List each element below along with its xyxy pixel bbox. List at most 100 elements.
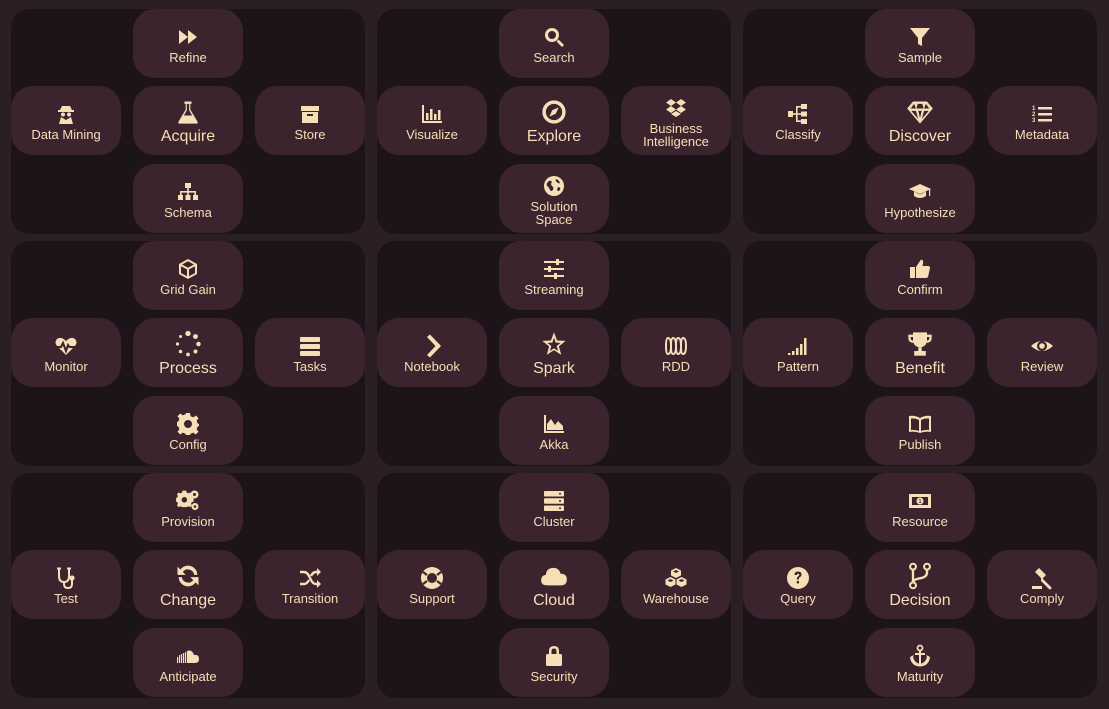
streaming-label: Streaming xyxy=(524,282,584,297)
question-circle-icon xyxy=(786,566,810,590)
query-label: Query xyxy=(780,591,816,606)
monitor-button[interactable]: Monitor xyxy=(11,318,121,387)
store-label: Store xyxy=(294,127,326,142)
search-icon xyxy=(542,25,566,49)
book-icon xyxy=(908,412,932,436)
rdd-button[interactable]: RDD xyxy=(621,318,731,387)
publish-label: Publish xyxy=(898,437,942,452)
cube-icon xyxy=(176,257,200,281)
sample-button[interactable]: Sample xyxy=(865,9,975,78)
support-button[interactable]: Support xyxy=(377,550,487,619)
confirm-button[interactable]: Confirm xyxy=(865,241,975,310)
chevron-right-icon xyxy=(420,334,444,358)
query-button[interactable]: Query xyxy=(743,550,853,619)
provision-button[interactable]: Provision xyxy=(133,473,243,542)
provision-label: Provision xyxy=(161,514,215,529)
svg-text:1: 1 xyxy=(919,499,922,505)
cloud-button[interactable]: Cloud xyxy=(499,550,609,619)
change-button[interactable]: Change xyxy=(133,550,243,619)
classify-button[interactable]: Classify xyxy=(743,86,853,155)
discover-button[interactable]: Discover xyxy=(865,86,975,155)
pattern-label: Pattern xyxy=(777,359,819,374)
soundcloud-icon xyxy=(176,644,200,668)
lock-icon xyxy=(542,644,566,668)
compass-icon xyxy=(540,98,568,126)
discover-label: Discover xyxy=(888,128,952,145)
streaming-button[interactable]: Streaming xyxy=(499,241,609,310)
business-intelligence-button[interactable]: Business Intelligence xyxy=(621,86,731,155)
spy-icon xyxy=(54,102,78,126)
data-mining-button[interactable]: Data Mining xyxy=(11,86,121,155)
cluster-label: Cluster xyxy=(533,514,575,529)
bar-chart-icon xyxy=(420,102,444,126)
pattern-button[interactable]: Pattern xyxy=(743,318,853,387)
grid-gain-button[interactable]: Grid Gain xyxy=(133,241,243,310)
schema-button[interactable]: Schema xyxy=(133,164,243,233)
transition-label: Transition xyxy=(281,591,339,606)
acquire-label: Acquire xyxy=(160,128,216,145)
solution-space-label: Solution Space xyxy=(530,198,578,227)
acquire-button[interactable]: Acquire xyxy=(133,86,243,155)
visualize-button[interactable]: Visualize xyxy=(377,86,487,155)
svg-text:1: 1 xyxy=(1032,106,1036,112)
anchor-icon xyxy=(908,644,932,668)
warehouse-button[interactable]: Warehouse xyxy=(621,550,731,619)
life-ring-icon xyxy=(420,566,444,590)
transition-button[interactable]: Transition xyxy=(255,550,365,619)
security-button[interactable]: Security xyxy=(499,628,609,697)
sample-label: Sample xyxy=(897,50,943,65)
config-button[interactable]: Config xyxy=(133,396,243,465)
spark-label: Spark xyxy=(533,360,575,377)
anticipate-button[interactable]: Anticipate xyxy=(133,628,243,697)
rdd-label: RDD xyxy=(661,359,691,374)
notebook-button[interactable]: Notebook xyxy=(377,318,487,387)
fast-forward-icon xyxy=(176,25,200,49)
schema-label: Schema xyxy=(164,205,212,220)
explore-button[interactable]: Explore xyxy=(499,86,609,155)
publish-button[interactable]: Publish xyxy=(865,396,975,465)
svg-text:2: 2 xyxy=(1032,112,1036,118)
data-mining-label: Data Mining xyxy=(31,127,101,142)
signal-icon xyxy=(786,334,810,358)
gavel-icon xyxy=(1030,566,1054,590)
process-button[interactable]: Process xyxy=(133,318,243,387)
decision-button[interactable]: Decision xyxy=(865,550,975,619)
refine-button[interactable]: Refine xyxy=(133,9,243,78)
benefit-button[interactable]: Benefit xyxy=(865,318,975,387)
diamond-icon xyxy=(906,98,934,126)
sliders-icon xyxy=(542,257,566,281)
tasks-button[interactable]: Tasks xyxy=(255,318,365,387)
grid-gain-label: Grid Gain xyxy=(160,282,216,297)
store-button[interactable]: Store xyxy=(255,86,365,155)
thumbs-up-icon xyxy=(908,257,932,281)
support-label: Support xyxy=(409,591,455,606)
anticipate-label: Anticipate xyxy=(159,669,217,684)
review-button[interactable]: Review xyxy=(987,318,1097,387)
spark-button[interactable]: Spark xyxy=(499,318,609,387)
visualize-label: Visualize xyxy=(406,127,458,142)
solution-space-button[interactable]: Solution Space xyxy=(499,164,609,233)
spinner-icon xyxy=(174,330,202,358)
change-label: Change xyxy=(159,592,217,609)
tree-icon xyxy=(786,102,810,126)
monitor-label: Monitor xyxy=(44,359,88,374)
maturity-button[interactable]: Maturity xyxy=(865,628,975,697)
refresh-icon xyxy=(174,562,202,590)
coins-icon xyxy=(664,334,688,358)
akka-button[interactable]: Akka xyxy=(499,396,609,465)
confirm-label: Confirm xyxy=(897,282,943,297)
maturity-label: Maturity xyxy=(896,669,944,684)
flask-icon xyxy=(174,98,202,126)
process-label: Process xyxy=(159,360,217,377)
test-button[interactable]: Test xyxy=(11,550,121,619)
search-button[interactable]: Search xyxy=(499,9,609,78)
hypothesize-button[interactable]: Hypothesize xyxy=(865,164,975,233)
resource-label: Resource xyxy=(892,514,948,529)
cluster-button[interactable]: Cluster xyxy=(499,473,609,542)
server-stack-icon xyxy=(542,489,566,513)
comply-label: Comply xyxy=(1019,591,1065,606)
comply-button[interactable]: Comply xyxy=(987,550,1097,619)
